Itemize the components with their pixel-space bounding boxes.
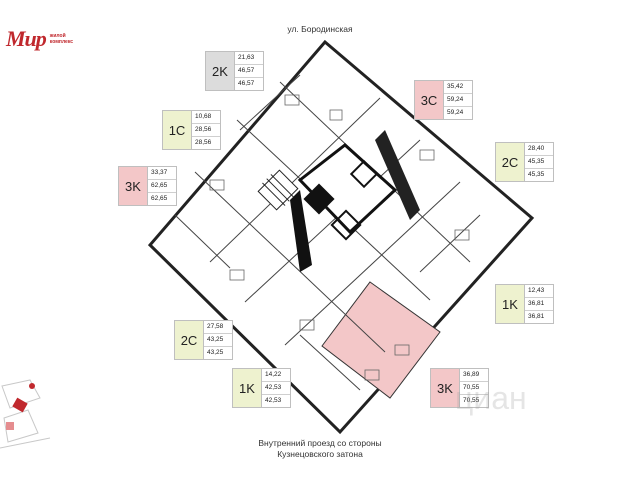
apartment-type: 1C [163,111,192,149]
total-area: 59,24 [444,94,472,107]
living-area: 14,22 [262,369,290,382]
apartment-type: 3K [431,369,460,407]
living-area: 12,43 [525,285,553,298]
apartment-type: 2C [496,143,525,181]
price-area: 28,56 [195,139,212,146]
brand-sub-line1: жилой [49,33,66,39]
central-core [290,130,420,272]
brand-subtitle: жилой комплекс [50,33,73,45]
apartment-type: 3K [119,167,148,205]
living-area: 27,58 [204,321,232,334]
apartment-type: 2C [175,321,204,359]
apartment-badge-1c[interactable]: 1C 10,68 28,56 28,56 [162,110,221,150]
total-area: 42,53 [262,382,290,395]
living-area: 28,40 [525,143,553,156]
total-area: 43,25 [204,334,232,347]
brand-sub-line2: комплекс [49,39,74,45]
price-area: 62,65 [151,195,168,202]
apartment-type: 2K [206,52,235,90]
site-minimap [0,379,51,449]
total-area: 70,55 [460,382,488,395]
living-area: 10,68 [192,111,220,124]
total-area: 36,81 [525,298,553,311]
apartment-type: 1K [233,369,262,407]
apartment-badge-3c[interactable]: 3C 35,42 59,24 59,24 [414,80,473,120]
apartment-badge-2c-left[interactable]: 2C 27,58 43,25 43,25 [174,320,233,360]
brand-logo: Мир жилой комплекс [6,26,73,52]
living-area: 21,63 [235,52,263,65]
total-area: 28,56 [192,124,220,137]
apartment-type: 1K [496,285,525,323]
living-area: 33,37 [148,167,176,180]
price-area: 42,53 [265,397,282,404]
living-area: 36,89 [460,369,488,382]
apartment-badge-2c-right[interactable]: 2C 28,40 45,35 45,35 [495,142,554,182]
price-area: 43,25 [207,349,224,356]
apartment-type: 3C [415,81,444,119]
price-area: 70,55 [463,397,480,404]
brand-mark: Мир [6,26,47,51]
price-area: 46,57 [238,80,255,87]
price-area: 36,81 [528,313,545,320]
highlighted-apartment [321,281,441,399]
apartment-badge-3k-bottom[interactable]: 3K 36,89 70,55 70,55 [430,368,489,408]
total-area: 45,35 [525,156,553,169]
street-label-bottom: Внутренний проезд со стороны Кузнецовско… [0,438,640,460]
apartment-badge-1k-bottom[interactable]: 1K 14,22 42,53 42,53 [232,368,291,408]
street-label-top: ул. Бородинская [287,24,353,34]
price-area: 45,35 [528,171,545,178]
furniture [209,94,470,381]
staircase [257,169,299,211]
street-bottom-line1: Внутренний проезд со стороны [258,438,382,448]
apartment-badge-1k-right[interactable]: 1K 12,43 36,81 36,81 [495,284,554,324]
building-outline [147,39,535,435]
living-area: 35,42 [444,81,472,94]
apartment-badge-2k-top[interactable]: 2K 21,63 46,57 46,57 [205,51,264,91]
total-area: 62,65 [148,180,176,193]
watermark-text: циан [455,380,527,416]
apartment-badge-3k-left[interactable]: 3K 33,37 62,65 62,65 [118,166,177,206]
price-area: 59,24 [447,109,464,116]
street-bottom-line2: Кузнецовского затона [277,449,363,459]
total-area: 46,57 [235,65,263,78]
